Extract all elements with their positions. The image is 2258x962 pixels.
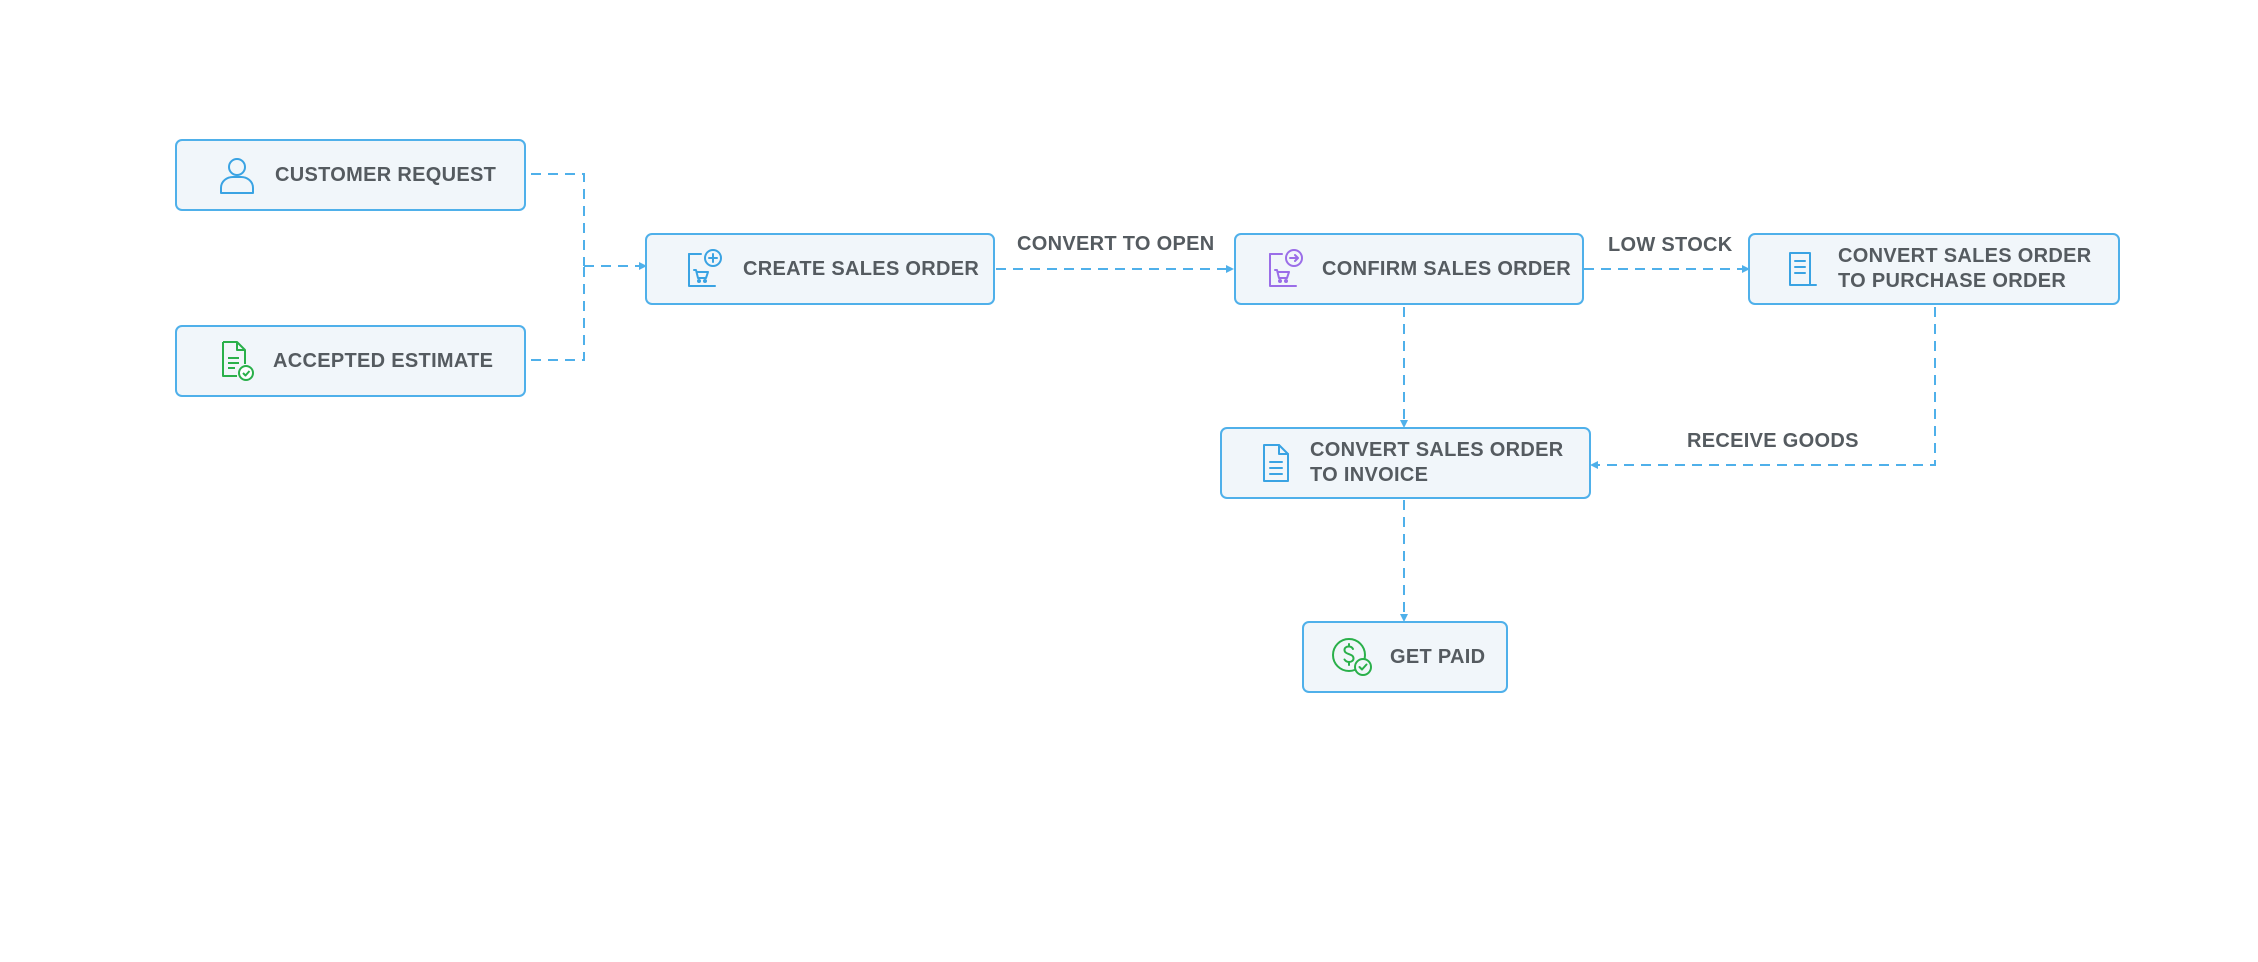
cart-add-icon <box>685 248 725 290</box>
node-label-line1: CONVERT SALES ORDER <box>1310 439 1564 461</box>
node-label: CONFIRM SALES ORDER <box>1322 257 1572 280</box>
node-label: CONVERT SALES ORDER TO INVOICE <box>1310 438 1564 488</box>
arrowhead-confirm-sales-order <box>1226 265 1234 273</box>
edge-label-receive-goods: RECEIVE GOODS <box>1687 430 1859 452</box>
edge-accepted-estimate-to-merge <box>531 266 585 361</box>
node-label-line2: TO PURCHASE ORDER <box>1838 270 2067 292</box>
node-get-paid[interactable]: GET PAID <box>1302 621 1508 693</box>
node-convert-to-purchase-order[interactable]: CONVERT SALES ORDER TO PURCHASE ORDER <box>1748 233 2120 305</box>
node-convert-to-invoice[interactable]: CONVERT SALES ORDER TO INVOICE <box>1220 427 1591 499</box>
arrowhead-purchase-order <box>1742 265 1750 273</box>
node-label-line2: TO INVOICE <box>1310 464 1429 486</box>
edge-label-convert-to-open: CONVERT TO OPEN <box>1017 233 1215 255</box>
node-label: CREATE SALES ORDER <box>743 257 980 280</box>
receipt-icon <box>1784 249 1820 289</box>
arrowhead-get-paid <box>1400 614 1408 622</box>
arrowhead-invoice-top <box>1400 420 1408 428</box>
edge-purchase-to-invoice <box>1598 307 1936 466</box>
arrowhead-invoice-right <box>1590 461 1598 469</box>
node-confirm-sales-order[interactable]: CONFIRM SALES ORDER <box>1234 233 1584 305</box>
edge-customer-request-to-merge <box>531 173 585 266</box>
arrowhead-create-sales-order <box>639 262 647 270</box>
node-create-sales-order[interactable]: CREATE SALES ORDER <box>645 233 995 305</box>
node-customer-request[interactable]: CUSTOMER REQUEST <box>175 139 526 211</box>
node-label-line1: CONVERT SALES ORDER <box>1838 245 2092 267</box>
node-label: CONVERT SALES ORDER TO PURCHASE ORDER <box>1838 244 2092 294</box>
invoice-icon <box>1260 443 1292 483</box>
node-label: CUSTOMER REQUEST <box>275 163 497 186</box>
cart-confirm-icon <box>1266 248 1306 290</box>
dollar-check-icon <box>1330 636 1374 678</box>
node-accepted-estimate[interactable]: ACCEPTED ESTIMATE <box>175 325 526 397</box>
document-check-icon <box>219 340 255 382</box>
edge-label-low-stock: LOW STOCK <box>1608 234 1733 256</box>
node-label: GET PAID <box>1390 645 1486 668</box>
user-icon <box>217 155 257 195</box>
node-label: ACCEPTED ESTIMATE <box>273 349 494 372</box>
